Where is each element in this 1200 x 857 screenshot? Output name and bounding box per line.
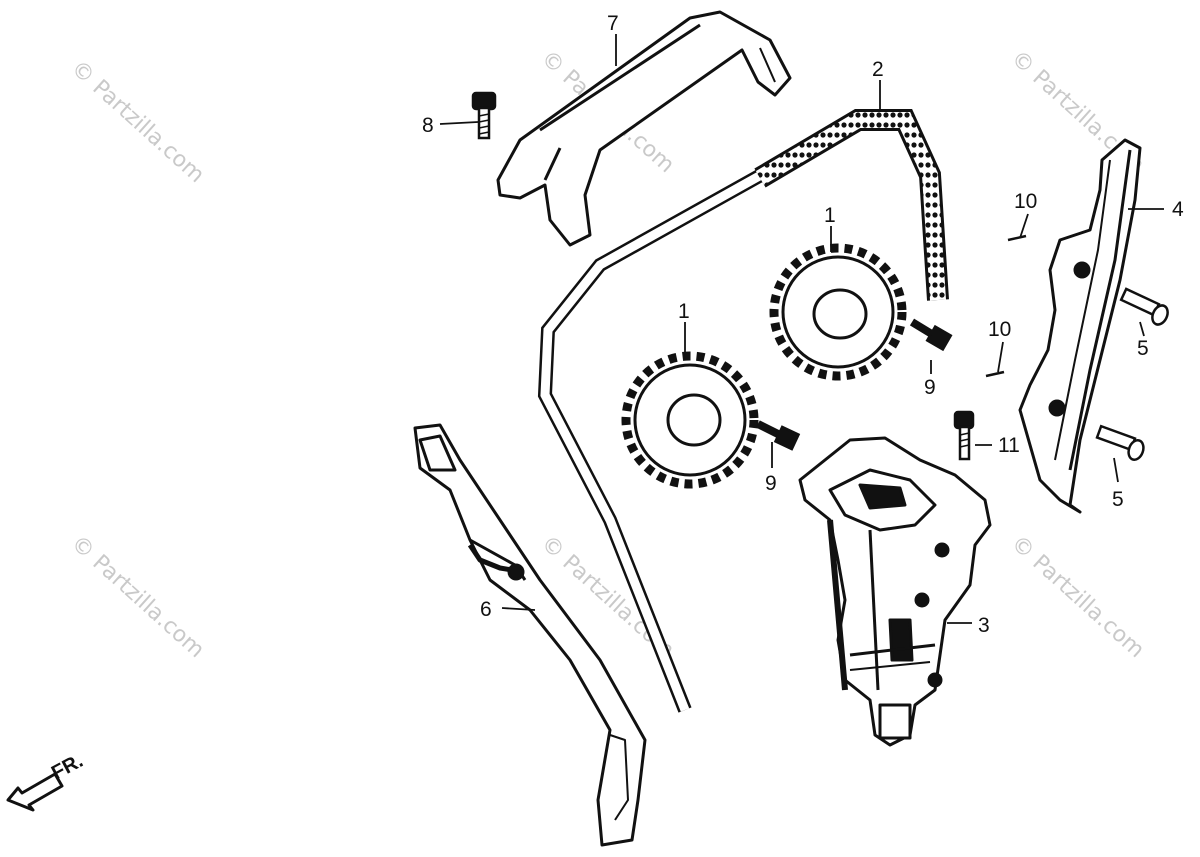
- callout-9-lower: 9: [765, 472, 777, 495]
- callout-9-upper: 9: [924, 376, 936, 399]
- callout-5-upper: 5: [1137, 337, 1149, 360]
- part-3-tensioner[interactable]: [798, 436, 992, 747]
- part-5-pin-lower[interactable]: [1095, 424, 1146, 462]
- part-1-sprocket-upper[interactable]: [769, 243, 907, 381]
- part-8-bolt[interactable]: [471, 91, 497, 140]
- watermark-br: © Partzilla.com: [1006, 531, 1149, 663]
- part-11-bolt[interactable]: [953, 410, 975, 461]
- callout-7: 7: [607, 12, 619, 35]
- arrow-icon: [6, 772, 64, 812]
- leader-lines: [439, 34, 1164, 624]
- callout-5-lower: 5: [1112, 488, 1124, 511]
- callout-1-upper: 1: [824, 204, 836, 227]
- watermark-bl: © Partzilla.com: [66, 531, 209, 663]
- callouts: 7 8 2 1 1 4 10 10 9 9 11 5 5 3 6: [422, 12, 1184, 637]
- part-10-pin-lower[interactable]: [985, 370, 1005, 378]
- callout-10-upper: 10: [1014, 190, 1037, 213]
- callout-4: 4: [1172, 198, 1184, 221]
- callout-2: 2: [872, 58, 884, 81]
- callout-8: 8: [422, 114, 434, 137]
- callout-11: 11: [998, 434, 1020, 457]
- callout-6: 6: [480, 598, 492, 621]
- part-2-cam-chain[interactable]: [537, 109, 949, 713]
- callout-1-lower: 1: [678, 300, 690, 323]
- part-10-pin-upper[interactable]: [1007, 234, 1027, 242]
- part-4-chain-guide[interactable]: [1018, 138, 1142, 514]
- part-9-bolt-upper[interactable]: [909, 318, 953, 352]
- part-1-sprocket-lower[interactable]: [621, 351, 759, 489]
- front-direction-arrow: FR.: [6, 750, 87, 812]
- part-7-upper-guide[interactable]: [496, 10, 792, 247]
- part-9-bolt-lower[interactable]: [756, 420, 801, 451]
- part-5-pin-upper[interactable]: [1119, 287, 1170, 327]
- callout-3: 3: [978, 614, 990, 637]
- part-6-front-guide[interactable]: [413, 423, 647, 847]
- callout-10-lower: 10: [988, 318, 1011, 341]
- watermark-tl: © Partzilla.com: [66, 56, 209, 188]
